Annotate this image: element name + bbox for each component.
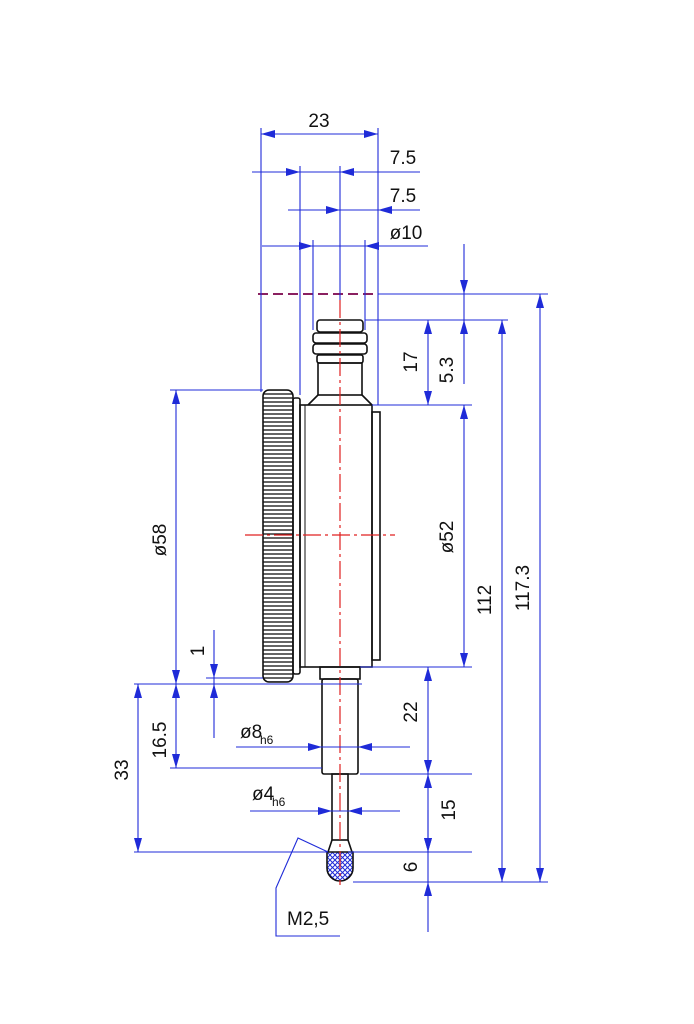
- label-thread-callout: M2,5: [287, 909, 329, 930]
- label-body-height: 112: [475, 585, 496, 615]
- label-top-diameter: ø10: [390, 223, 423, 244]
- label-tip-length: 15: [439, 799, 460, 820]
- label-spindle-length: 22: [401, 701, 422, 722]
- label-spindle-diameter: ø8: [240, 722, 262, 743]
- label-stem-length: 17: [401, 351, 422, 372]
- label-ref-33: 33: [112, 759, 133, 780]
- label-total-height: 117.3: [513, 565, 534, 611]
- label-spindle-tolerance: h6: [260, 733, 274, 747]
- bezel: [262, 389, 301, 683]
- label-overall-width: 23: [308, 111, 329, 132]
- label-offset-a: 7.5: [390, 148, 416, 169]
- label-ref-16-5: 16.5: [150, 722, 171, 759]
- label-tip-tolerance: h6: [272, 795, 286, 809]
- label-tip-diameter: ø4: [252, 784, 275, 805]
- label-case-diameter: ø52: [437, 521, 458, 554]
- label-top-spacing: 5.3: [437, 357, 458, 383]
- label-bezel-diameter: ø58: [150, 524, 171, 557]
- label-offset-b: 7.5: [390, 186, 416, 207]
- label-back-gap: 1: [188, 646, 209, 657]
- label-ball-length: 6: [401, 862, 422, 873]
- centerlines: [245, 293, 395, 885]
- dimension-labels: 23 7.5 7.5 ø10 17 5.3 ø52 112 117.3 22 1…: [112, 111, 534, 930]
- dimension-lines: [134, 128, 548, 937]
